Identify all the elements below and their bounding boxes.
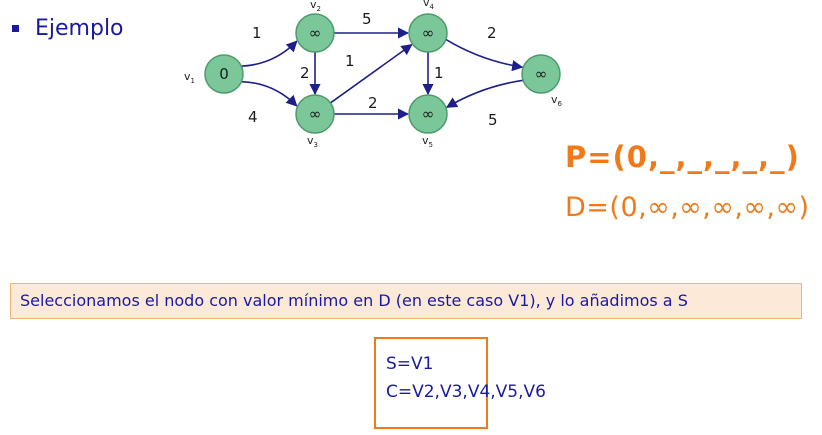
edge-weight-v2-v3: 2 — [300, 64, 310, 82]
bullet-text: Ejemplo — [35, 16, 124, 41]
node-label-v4: v4 — [423, 0, 435, 11]
edge-weight-v3-v4: 1 — [345, 52, 355, 70]
sets-box: S=V1 C=V2,V3,V4,V5,V6 — [374, 337, 546, 429]
edge-weight-v1-v3: 4 — [248, 108, 258, 126]
edge-v1-v2 — [241, 40, 298, 67]
edge-weight-v3-v5: 2 — [368, 94, 378, 112]
edge-weight-v6-v5: 5 — [488, 111, 498, 129]
node-v6: ∞v6 — [521, 54, 563, 108]
node-circle-v2 — [295, 13, 335, 53]
node-label-v3: v3 — [307, 134, 318, 149]
edge-v1-v3 — [241, 80, 298, 107]
d-vector: D=(0,∞,∞,∞,∞,∞) — [565, 192, 810, 223]
node-v4: ∞ v4 — [408, 0, 448, 53]
node-v1: 0 v1 — [184, 54, 244, 94]
edge-v3-v4 — [329, 43, 413, 104]
node-circle-v5 — [408, 94, 448, 134]
node-label-v6: v6 — [551, 93, 563, 108]
p-vector: P=(0,_,_,_,_,_) — [565, 140, 800, 174]
node-circle-v4 — [408, 13, 448, 53]
node-label-v2: v2 — [310, 0, 321, 13]
instruction-banner: Seleccionamos el nodo con valor mínimo e… — [10, 283, 802, 319]
set-c: C=V2,V3,V4,V5,V6 — [386, 382, 546, 402]
node-v5: ∞ v5 — [408, 94, 448, 149]
node-value-v5: ∞ — [422, 105, 435, 123]
edge-weight-v4-v6: 2 — [487, 24, 497, 42]
node-v3: ∞ v3 — [295, 94, 335, 149]
edge-v4-v6 — [445, 38, 524, 72]
node-v2: ∞ v2 — [295, 0, 335, 53]
node-value-v1: 0 — [219, 65, 229, 83]
set-s: S=V1 — [386, 354, 434, 374]
bullet-square-icon — [12, 25, 19, 32]
edge-weight-v2-v4: 5 — [362, 10, 372, 28]
node-label-v1: v1 — [184, 70, 195, 85]
node-value-v4: ∞ — [422, 24, 435, 42]
node-value-v2: ∞ — [309, 24, 322, 42]
node-value-v3: ∞ — [309, 105, 322, 123]
node-circle-v3 — [295, 94, 335, 134]
edge-v6-v5 — [445, 79, 524, 109]
node-circle-v1 — [204, 54, 244, 94]
node-circle-v6 — [521, 54, 561, 94]
edge-weight-v1-v2: 1 — [252, 24, 262, 42]
edge-weight-v4-v5: 1 — [434, 64, 444, 82]
node-label-v5: v5 — [422, 134, 433, 149]
bullet-item: Ejemplo — [12, 16, 124, 41]
node-value-v6: ∞ — [535, 65, 548, 83]
